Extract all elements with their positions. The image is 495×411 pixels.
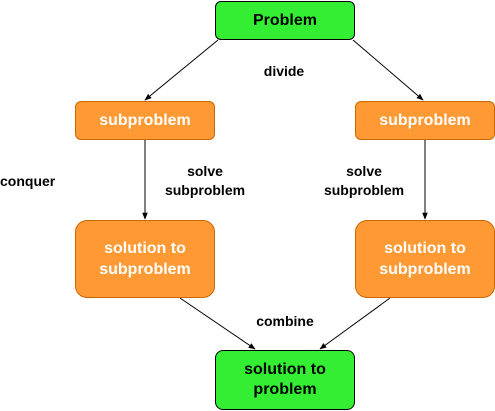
solve-left-label: solve subproblem	[164, 163, 246, 198]
solution-left-label: solution to subproblem	[99, 240, 191, 278]
edge-problem-to-subproblem-left	[144, 39, 219, 101]
subproblem-right-node[interactable]: subproblem	[355, 101, 495, 140]
subproblem-right-label: subproblem	[379, 111, 471, 129]
final-solution-node[interactable]: solution to problem	[215, 350, 355, 410]
solution-left-node[interactable]: solution to subproblem	[75, 220, 215, 298]
final-solution-label: solution to problem	[244, 361, 326, 398]
solve-right-label: solve subproblem	[323, 163, 405, 198]
subproblem-left-label: subproblem	[99, 111, 191, 129]
solution-right-node[interactable]: solution to subproblem	[355, 220, 495, 298]
problem-node-label: Problem	[252, 11, 317, 29]
subproblem-left-node[interactable]: subproblem	[75, 101, 215, 140]
edge-solution-left-to-final	[179, 297, 256, 350]
conquer-label: conquer	[0, 173, 56, 189]
solution-right-label: solution to subproblem	[379, 240, 471, 278]
divide-label: divide	[263, 63, 305, 79]
edge-solution-right-to-final	[319, 297, 391, 350]
edge-problem-to-subproblem-right	[352, 39, 424, 101]
problem-node[interactable]: Problem	[215, 1, 355, 40]
combine-label: combine	[256, 313, 314, 329]
